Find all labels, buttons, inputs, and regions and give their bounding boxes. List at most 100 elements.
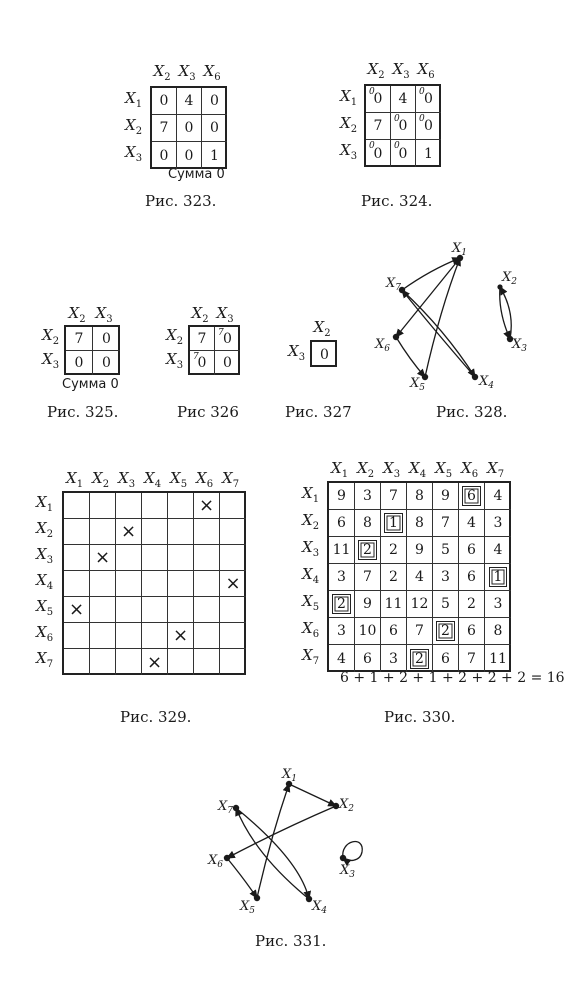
fig329-cross-mark: ×: [146, 651, 163, 673]
fig329-cell: [168, 597, 194, 623]
fig330-cell-value: 7: [467, 650, 476, 667]
fig330-cell-value: 2: [410, 648, 429, 669]
fig330-cell: 9: [433, 483, 459, 510]
fig330-cell: 11: [329, 537, 355, 564]
fig329-cell: [142, 623, 168, 649]
fig329-cell: [220, 519, 246, 545]
fig330-cell: 5: [433, 537, 459, 564]
fig324-cell: 7: [366, 113, 391, 140]
fig330-cell-value: 1: [488, 567, 508, 587]
fig330-cell: 3: [485, 591, 511, 618]
fig329-cell: [220, 597, 246, 623]
fig330-cell-value: 12: [410, 596, 429, 612]
fig329-cell: [168, 571, 194, 597]
fig329-cell: [194, 649, 220, 675]
fig329-cell: ×: [220, 571, 246, 597]
fig330-cell: 7: [407, 618, 433, 645]
fig330-row-header: X1: [302, 483, 320, 505]
fig329-cell: [142, 597, 168, 623]
fig330-cell-value: 6: [467, 542, 476, 558]
fig324-cell-value: 7: [373, 118, 383, 134]
fig329-cell: [64, 571, 90, 597]
fig331-node-label: X7: [217, 799, 233, 816]
fig330-cell-value: 7: [389, 488, 398, 504]
fig330-cell: 1: [485, 564, 511, 591]
fig323-cell: 0: [177, 115, 202, 142]
fig330-col-header: X1: [331, 459, 349, 480]
fig329-row-header: X6: [36, 623, 54, 644]
fig326-cell: 7: [190, 327, 215, 351]
fig330-cell: 3: [329, 618, 355, 645]
fig330-col-header: X4: [409, 459, 427, 480]
fig330-cell-value: 9: [337, 488, 346, 504]
fig323-col-header: X3: [178, 62, 196, 83]
fig329-cell: [220, 623, 246, 649]
fig330-cell-value: 4: [467, 515, 476, 531]
fig325-row-header: X3: [42, 350, 60, 371]
fig326-col-header: X2: [191, 304, 209, 325]
fig330-col-header: X6: [461, 459, 479, 480]
fig330-cell-value: 3: [389, 650, 398, 667]
fig329-cell: [116, 545, 142, 571]
fig325-row-header: X2: [42, 326, 60, 347]
fig331-node-label: X6: [207, 853, 223, 870]
fig329-col-header: X1: [66, 469, 84, 490]
fig329-cell: [116, 597, 142, 623]
fig330-cell: 9: [407, 537, 433, 564]
fig330-cell: 6: [355, 645, 381, 672]
fig330-cell-value: 1: [384, 513, 403, 533]
fig330-cell-value: 4: [493, 488, 503, 504]
fig329-cell: [168, 519, 194, 545]
fig325-cell-value: 7: [74, 330, 84, 347]
fig330-row-header: X5: [302, 591, 320, 613]
fig330-cell: 8: [407, 510, 433, 537]
fig323-cell: 0: [202, 88, 227, 115]
fig330-cell: 4: [485, 537, 511, 564]
fig330-col-header: X3: [383, 459, 401, 480]
fig330-cell-value: 7: [441, 515, 450, 531]
fig329-grid: ×××××××: [62, 491, 246, 675]
fig329-cell: [64, 623, 90, 649]
fig323-caption: Рис. 323.: [145, 192, 217, 210]
fig331-node-label: X1: [281, 767, 297, 784]
fig330-cell-value: 3: [493, 515, 503, 531]
fig329-col-header: X3: [118, 469, 136, 490]
fig331-node-label: X4: [311, 899, 327, 916]
fig330-cell: 2: [459, 591, 485, 618]
fig329-cell: ×: [168, 623, 194, 649]
fig323-cell-value: 0: [210, 93, 219, 109]
fig329-cell: [90, 623, 116, 649]
fig330-cell: 3: [485, 510, 511, 537]
fig324-cell: 1: [416, 140, 441, 167]
fig330-cell: 1: [381, 510, 407, 537]
fig326-cell: 0: [215, 351, 240, 375]
fig323-cell: 0: [152, 88, 177, 115]
fig330-cell: 8: [485, 618, 511, 645]
fig329-cross-mark: ×: [94, 547, 111, 568]
fig330-cell: 2: [329, 591, 355, 618]
fig323-row-header: X1: [125, 88, 143, 110]
fig324-cell-value: 0: [424, 118, 433, 134]
fig325-cell-value: 0: [102, 355, 111, 371]
fig330-cell-value: 10: [358, 623, 377, 639]
fig323-cell: 4: [177, 88, 202, 115]
fig323-cell-value: 4: [184, 93, 194, 109]
fig326-row-header: X3: [166, 350, 184, 371]
fig330-cell: 2: [381, 564, 407, 591]
fig323-cell-value: 0: [184, 147, 194, 164]
fig329-col-header: X7: [222, 469, 240, 490]
fig330-cell-value: 6: [467, 623, 476, 639]
fig330-cell-value: 6: [363, 650, 372, 667]
fig324-col-header: X6: [417, 60, 435, 81]
fig324-cell-value: 0: [398, 145, 408, 162]
fig325-caption: Рис. 325.: [47, 403, 119, 421]
fig330-cell-value: 3: [363, 488, 372, 504]
fig329-cross-mark: ×: [225, 573, 241, 594]
fig330-cell-value: 11: [489, 650, 507, 667]
